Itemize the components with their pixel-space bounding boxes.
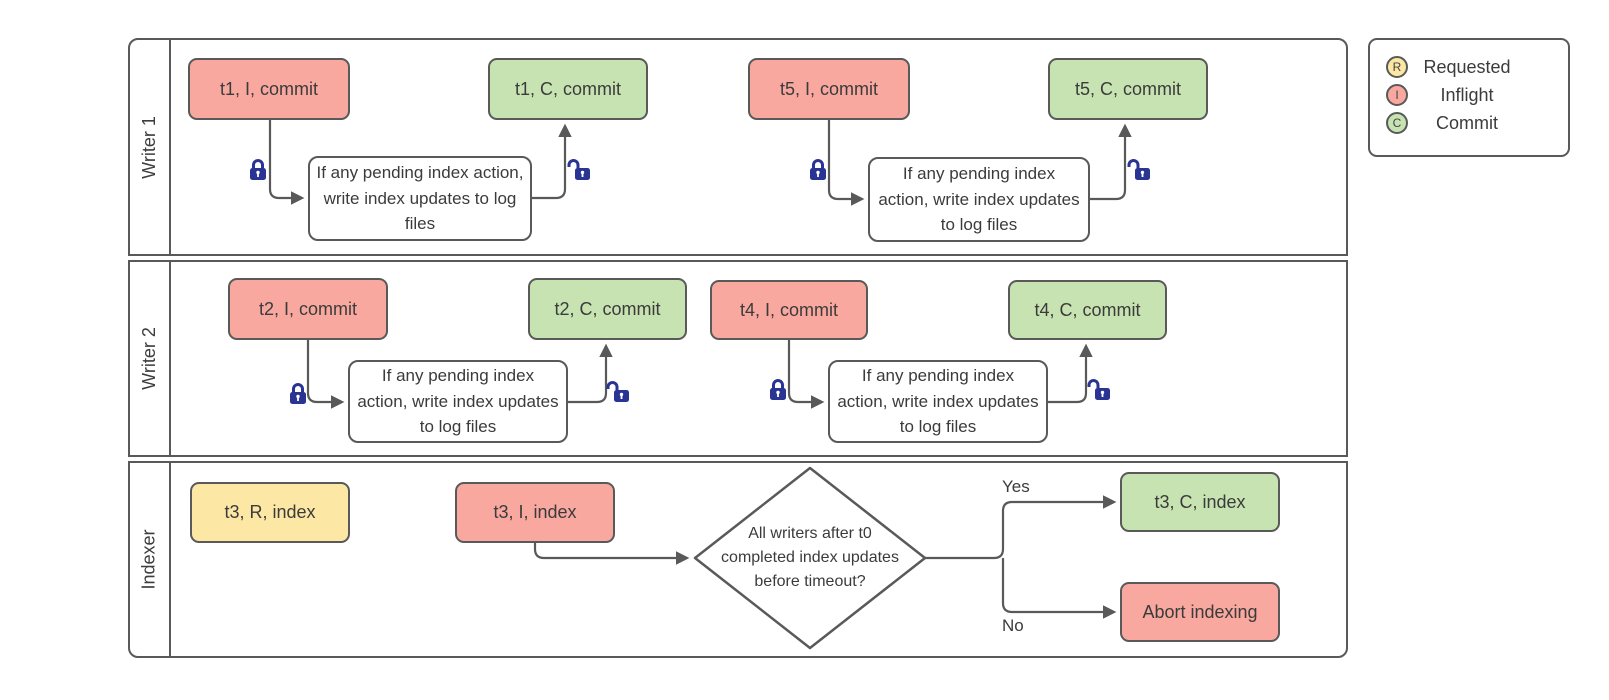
connector-t2-inflight-to-process xyxy=(306,340,345,409)
legend-label: Requested xyxy=(1423,56,1511,77)
legend-row-commit: C Commit xyxy=(1386,109,1568,137)
node-t2-inflight: t2, I, commit xyxy=(228,278,388,340)
node-t1-commit: t1, C, commit xyxy=(488,58,648,120)
node-t2-commit: t2, C, commit xyxy=(528,278,687,340)
decision-line: before timeout? xyxy=(754,573,866,590)
lock-closed-icon xyxy=(248,157,268,186)
node-t5-inflight: t5, I, commit xyxy=(748,58,910,120)
decision-text: All writers after t0 completed index upd… xyxy=(695,522,925,594)
decision-line: All writers after t0 xyxy=(748,525,872,542)
lane-writer-2: Writer 2 xyxy=(128,260,1348,457)
process-box-writer1-t1: If any pending index action, write index… xyxy=(308,156,532,241)
legend-label: Inflight xyxy=(1440,84,1494,105)
lock-open-icon xyxy=(1086,377,1112,406)
node-t4-inflight: t4, I, commit xyxy=(710,280,868,340)
connector-t3-inflight-to-decision xyxy=(533,543,690,565)
connector-t5-inflight-to-process xyxy=(827,120,865,206)
node-t3-requested: t3, R, index xyxy=(190,482,350,543)
connector-decision-yes xyxy=(925,495,1117,560)
lock-open-icon xyxy=(1126,157,1152,186)
connector-decision-no xyxy=(1001,558,1117,619)
commit-state-icon: C xyxy=(1386,112,1408,134)
connector-t1-inflight-to-process xyxy=(268,120,305,205)
lock-open-icon xyxy=(566,157,592,186)
node-t3-commit: t3, C, index xyxy=(1120,472,1280,532)
lane-indexer: Indexer xyxy=(128,461,1348,658)
connector-process-to-t5-commit xyxy=(1090,123,1132,201)
connector-process-to-t1-commit xyxy=(532,123,572,200)
legend: R Requested I Inflight C Commit xyxy=(1368,38,1570,157)
legend-label: Commit xyxy=(1436,112,1498,133)
decision-diamond xyxy=(693,466,927,650)
branch-label-yes: Yes xyxy=(1002,477,1030,496)
requested-state-icon: R xyxy=(1386,56,1408,78)
lane-header-writer-2: Writer 2 xyxy=(130,262,171,455)
connector-t4-inflight-to-process xyxy=(787,340,825,409)
connector-process-to-t2-commit xyxy=(568,343,613,404)
lane-header-writer-1: Writer 1 xyxy=(130,40,171,254)
lock-closed-icon xyxy=(288,381,308,410)
node-t3-inflight: t3, I, index xyxy=(455,482,615,543)
node-t4-commit: t4, C, commit xyxy=(1008,280,1167,340)
node-t5-commit: t5, C, commit xyxy=(1048,58,1208,120)
legend-row-requested: R Requested xyxy=(1386,53,1568,81)
legend-row-inflight: I Inflight xyxy=(1386,81,1568,109)
process-box-writer1-t5: If any pending index action, write index… xyxy=(868,157,1090,242)
lock-open-icon xyxy=(605,379,631,408)
connector-process-to-t4-commit xyxy=(1048,343,1093,404)
lock-closed-icon xyxy=(808,157,828,186)
branch-label-no: No xyxy=(1002,616,1024,635)
process-box-writer2-t2: If any pending index action, write index… xyxy=(348,360,568,443)
inflight-state-icon: I xyxy=(1386,84,1408,106)
process-box-writer2-t4: If any pending index action, write index… xyxy=(828,360,1048,443)
decision-line: completed index updates xyxy=(721,549,899,566)
node-abort-indexing: Abort indexing xyxy=(1120,582,1280,642)
lane-writer-1: Writer 1 xyxy=(128,38,1348,256)
lane-header-indexer: Indexer xyxy=(130,463,171,656)
lock-closed-icon xyxy=(768,377,788,406)
node-t1-inflight: t1, I, commit xyxy=(188,58,350,120)
